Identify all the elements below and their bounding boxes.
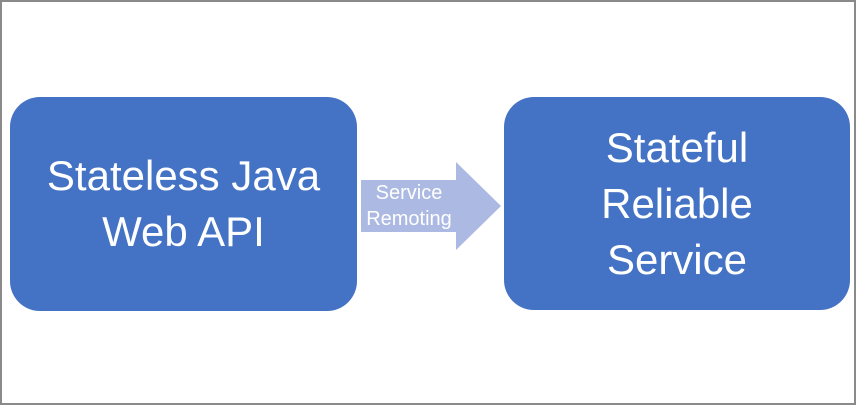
stateful-reliable-service-label: Stateful Reliable Service — [601, 123, 753, 283]
right-arrow-shape — [361, 162, 501, 250]
service-remoting-connector-label-container: Service Remoting — [361, 179, 457, 233]
stateless-java-web-api-label: Stateless Java Web API — [46, 152, 321, 255]
stateless-java-web-api-box: Stateless Java Web API — [10, 97, 357, 311]
service-remoting-connector-label: Service Remoting — [366, 182, 452, 230]
stateful-reliable-service-box: Stateful Reliable Service — [504, 97, 850, 310]
right-arrow-icon — [361, 162, 501, 250]
